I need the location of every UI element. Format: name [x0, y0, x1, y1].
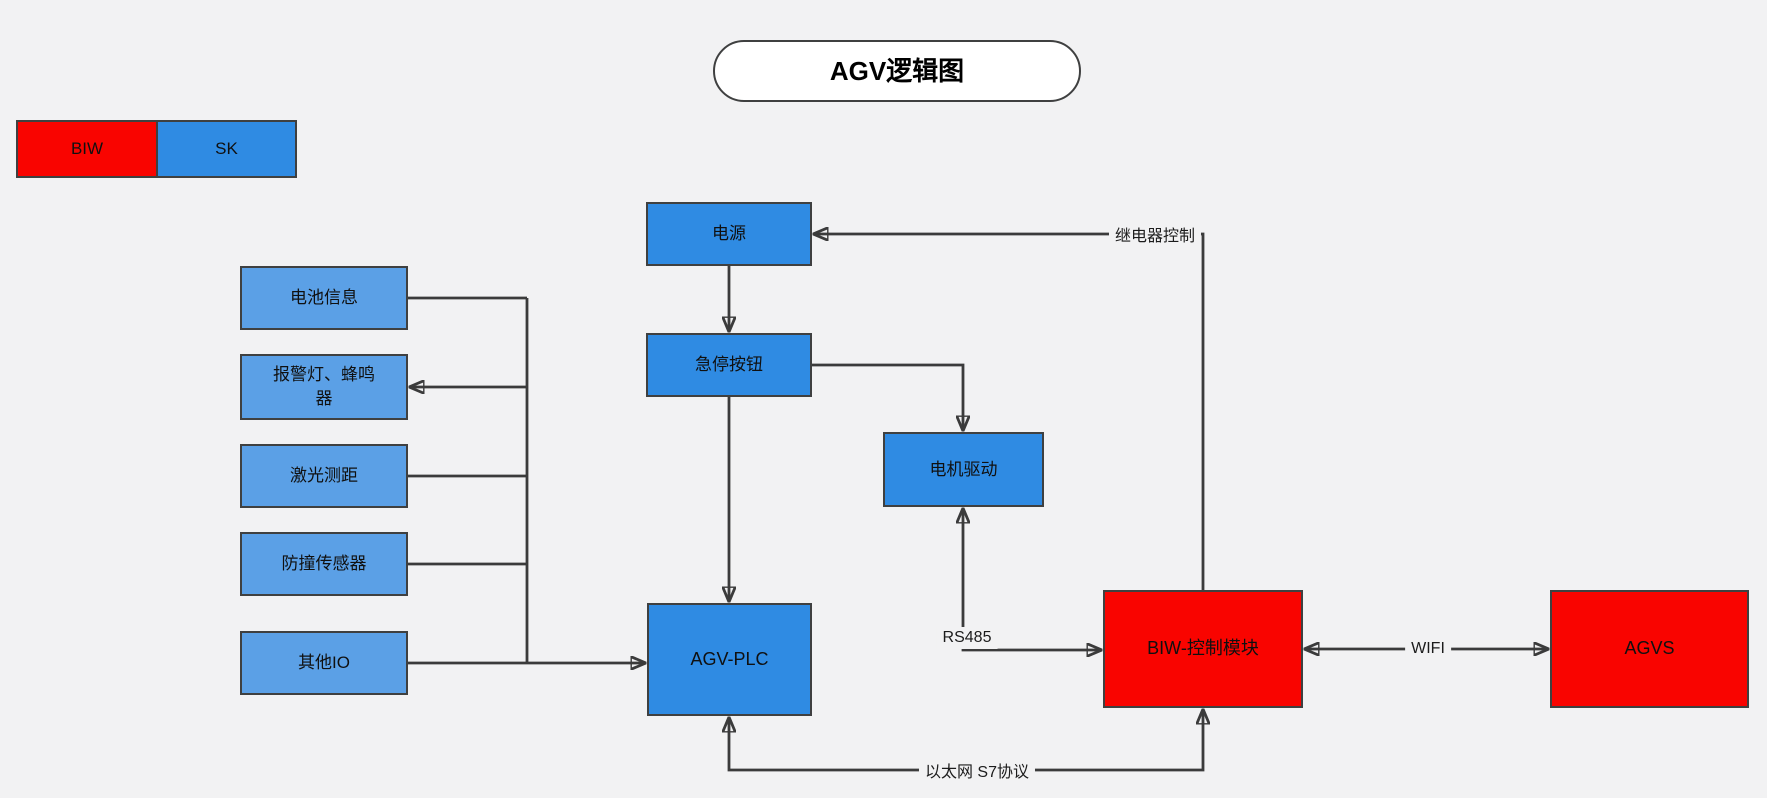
node-estop-button-label: 急停按钮 — [695, 355, 763, 375]
node-agv-plc-label: AGV-PLC — [690, 648, 769, 669]
node-power-label: 电源 — [712, 224, 746, 244]
node-battery-info-label: 电池信息 — [290, 288, 358, 308]
edge-label-wifi: WIFI — [1405, 638, 1451, 660]
node-biw-control-module: BIW-控制模块 — [1103, 590, 1303, 708]
edge-label-ethernet-s7: 以太网 S7协议 — [918, 756, 1036, 784]
edge-estop-to-motor — [812, 363, 963, 430]
edge-label-relay-control: 继电器控制 — [1108, 220, 1202, 248]
legend-biw-swatch: BIW — [16, 120, 158, 178]
node-collision-sensor: 防撞传感器 — [240, 532, 408, 596]
node-laser-ranging-label: 激光测距 — [290, 466, 358, 486]
diagram-title-text: AGV逻辑图 — [829, 55, 965, 86]
node-estop-button: 急停按钮 — [646, 333, 812, 397]
node-other-io: 其他IO — [240, 631, 408, 695]
edge-label-rs485: RS485 — [936, 627, 998, 649]
edge-label-wifi-text: WIFI — [1411, 640, 1445, 657]
diagram-title: AGV逻辑图 — [713, 40, 1081, 102]
node-alarm-buzzer-label: 报警灯、蜂鸣器 — [273, 365, 375, 408]
node-agv-plc: AGV-PLC — [647, 603, 812, 716]
legend: BIW SK — [16, 120, 297, 178]
node-other-io-label: 其他IO — [298, 653, 350, 673]
edge-biw-to-power-relay — [814, 234, 1205, 590]
node-collision-sensor-label: 防撞传感器 — [281, 554, 367, 574]
legend-biw-label: BIW — [70, 139, 104, 158]
node-agvs: AGVS — [1550, 590, 1749, 708]
node-alarm-buzzer: 报警灯、蜂鸣器 — [240, 354, 408, 420]
node-battery-info: 电池信息 — [240, 266, 408, 330]
edge-motor-biw-rs485 — [963, 509, 1101, 650]
legend-sk-swatch: SK — [156, 120, 297, 178]
legend-sk-label: SK — [215, 139, 238, 158]
edge-label-ethernet-s7-text: 以太网 S7协议 — [924, 764, 1030, 781]
node-laser-ranging: 激光测距 — [240, 444, 408, 508]
node-motor-drive: 电机驱动 — [883, 432, 1044, 507]
edge-label-rs485-text: RS485 — [942, 629, 992, 646]
node-agvs-label: AGVS — [1624, 638, 1675, 659]
node-motor-drive-label: 电机驱动 — [929, 459, 998, 479]
node-power: 电源 — [646, 202, 812, 266]
node-biw-control-module-label: BIW-控制模块 — [1147, 638, 1259, 659]
edge-label-relay-control-text: 继电器控制 — [1114, 228, 1196, 245]
